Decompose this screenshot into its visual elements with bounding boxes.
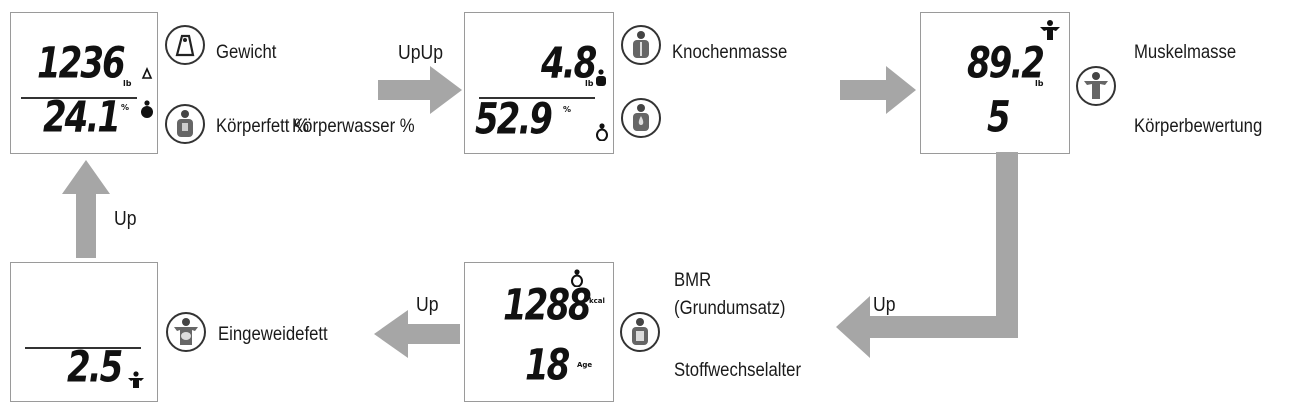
weight-value: 1236 [37,38,126,89]
body-rating-value: 5 [987,92,1011,143]
arrow-label-up-right: Up [873,294,896,316]
scale-mini-icon [141,67,153,79]
arrow-up [62,160,110,258]
lcd-divider [479,97,595,99]
visceral-fat-icon [166,312,206,352]
label-bmr: BMR [674,270,712,291]
lcd-screen-visceral: 2.5 [10,262,158,402]
label-koerperfett: Körperfett % [216,116,309,137]
label-gewicht: Gewicht [216,42,277,63]
muscle-mass-unit: lb [1035,79,1044,88]
arrow-down-left [836,152,1018,358]
label-muskelmasse: Muskelmasse [1134,42,1237,63]
person-mini-icon [141,100,153,118]
arrow-right-2 [840,66,916,114]
muscle-rating-icon [1076,66,1116,106]
bmr-value: 1288 [503,280,592,331]
lcd-divider [21,97,137,99]
lcd-screen-bmr-age: 1288 kcal 18 Age [464,262,614,402]
bone-mass-icon [621,25,661,65]
arrow-label-upup: UpUp [398,42,444,64]
metabolic-age-unit: Age [577,361,593,369]
lcd-divider [25,347,141,349]
weight-unit: lb [123,79,132,88]
metabolic-age-value: 18 [525,340,570,391]
label-grundumsatz: (Grundumsatz) [674,298,786,319]
arrow-label-up-bottom: Up [416,294,439,316]
body-water-value: 52.9 [475,94,553,145]
label-koerperwasser: Körperwasser % [292,116,415,137]
visceral-fat-value: 2.5 [67,342,123,393]
athlete-mini-icon-visceral [128,371,144,388]
bmr-unit: kcal [589,297,605,305]
label-stoffwechselalter: Stoffwechselalter [674,360,802,381]
body-water-icon [621,98,661,138]
lcd-screen-weight-fat: 1236 lb 24.1 % [10,12,158,154]
muscle-mass-value: 89.2 [967,38,1045,89]
body-fat-unit: % [121,103,130,112]
body-fat-icon [165,104,205,144]
arrow-right-1 [378,66,462,114]
water-mini-icon [596,123,608,141]
lcd-screen-muscle-rating: 89.2 lb 5 [920,12,1070,154]
lcd-screen-bone-water: 4.8 lb 52.9 % [464,12,614,154]
label-eingeweidefett: Eingeweidefett [218,324,328,345]
arrow-left [374,310,460,358]
bone-mass-value: 4.8 [541,38,597,89]
body-fat-value: 24.1 [43,92,121,143]
bmr-icon [620,312,660,352]
scale-icon [165,25,205,65]
label-knochenmasse: Knochenmasse [672,42,788,63]
body-water-unit: % [563,105,572,114]
person-mini-icon-bone [596,69,606,86]
bone-mass-unit: lb [585,79,594,88]
athlete-mini-icon [1040,20,1060,40]
label-koerperbewertung: Körperbewertung [1134,116,1263,137]
arrow-label-up-left: Up [114,208,137,230]
person-mini-icon-bmr [571,269,583,287]
